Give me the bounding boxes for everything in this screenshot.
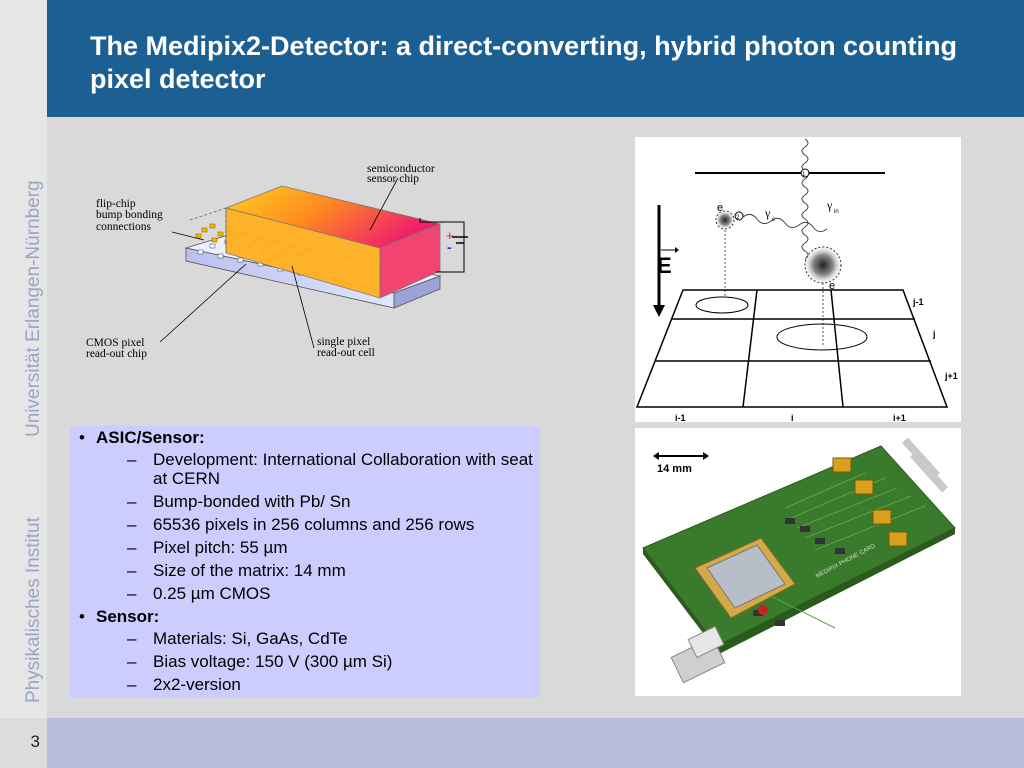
pixel-interaction-diagram: 1 2 E e e γ in γ c j-1 j j+1 i-1 i i+1 xyxy=(635,137,961,422)
gamma-in-sub: in xyxy=(834,209,839,215)
scale-label: 14 mm xyxy=(657,463,692,475)
single-pixel-label-1: single pixel xyxy=(317,336,370,348)
cmos-chip-side xyxy=(393,275,441,309)
medipix-board-photo: 14 mm MEDIPIX PHONE CARD xyxy=(635,428,961,696)
slide-title: The Medipix2-Detector: a direct-converti… xyxy=(90,31,958,94)
cmos-label-1: CMOS pixel xyxy=(86,337,144,349)
electron-right-label: e xyxy=(829,280,835,292)
pcb-board xyxy=(642,445,956,647)
plus-label: + xyxy=(446,228,454,243)
capacitors xyxy=(832,457,908,547)
bullet-materials: Materials: Si, GaAs, CdTe xyxy=(77,629,540,648)
row-label-j: j xyxy=(932,329,936,339)
col-label-i: i xyxy=(791,413,794,422)
sidebar: Universität Erlangen-Nürnberg Physikalis… xyxy=(0,0,47,718)
led xyxy=(758,605,768,615)
bullet-pixel-pitch: Pixel pitch: 55 µm xyxy=(77,538,540,557)
specs-textbox: ASIC/Sensor: Development: International … xyxy=(69,426,540,697)
flipchip-label-1: flip-chip xyxy=(96,198,136,210)
sensor-chip-side xyxy=(379,223,441,299)
flipchip-label-3: connections xyxy=(96,221,151,233)
bullet-asic-sensor: ASIC/Sensor: xyxy=(77,428,540,448)
bullet-pixels: 65536 pixels in 256 columns and 256 rows xyxy=(77,515,540,534)
circle-1-label: 1 xyxy=(802,172,806,178)
smd-components xyxy=(753,518,845,626)
col-label-i+1: i+1 xyxy=(893,413,906,422)
semiconductor-label-2: sensor chip xyxy=(367,173,419,185)
bullet-2x2: 2x2-version xyxy=(77,675,540,694)
minus-label: - xyxy=(447,239,452,255)
edge-connector xyxy=(901,437,949,493)
bullet-matrix-size: Size of the matrix: 14 mm xyxy=(77,561,540,580)
flipchip-label-2: bump bonding xyxy=(96,209,163,221)
charge-cloud-left xyxy=(715,210,735,230)
gamma-in-label: γ xyxy=(826,198,833,212)
gamma-c-sub: c xyxy=(772,217,775,223)
single-pixel-label-2: read-out cell xyxy=(317,347,375,359)
bullet-bump-bonded: Bump-bonded with Pb/ Sn xyxy=(77,492,540,511)
sidebar-text: Universität Erlangen-Nürnberg Physikalis… xyxy=(0,0,47,718)
bullet-sensor: Sensor: xyxy=(77,607,540,627)
semiconductor-label-1: semiconductor xyxy=(367,163,435,175)
gamma-c-label: γ xyxy=(764,206,771,220)
page-number: 3 xyxy=(30,732,40,751)
detector-layer-diagram: + - semiconductor sensor chip flip-chip … xyxy=(86,163,468,360)
col-label-i-1: i-1 xyxy=(675,413,686,422)
slide-header: The Medipix2-Detector: a direct-converti… xyxy=(47,0,1024,117)
row-label-j-1: j-1 xyxy=(912,297,924,307)
slide-footer: 3 xyxy=(0,718,1024,768)
charge-cloud-right xyxy=(803,245,843,285)
detector-sensor xyxy=(706,544,786,609)
bullet-development: Development: International Collaboration… xyxy=(77,450,540,488)
institute-label: Physikalisches Institut xyxy=(23,517,44,703)
page-number-box xyxy=(0,718,47,768)
bullet-cmos: 0.25 µm CMOS xyxy=(77,584,540,603)
pixel-grid xyxy=(635,289,949,408)
efield-label: E xyxy=(657,253,672,278)
cmos-label-2: read-out chip xyxy=(86,348,147,360)
bullet-list: ASIC/Sensor: Development: International … xyxy=(77,428,540,694)
circle-2-label: 2 xyxy=(736,215,740,221)
row-label-j+1: j+1 xyxy=(944,371,958,381)
university-label: Universität Erlangen-Nürnberg xyxy=(23,180,44,437)
bullet-bias-voltage: Bias voltage: 150 V (300 µm Si) xyxy=(77,652,540,671)
electron-left-label: e xyxy=(717,202,723,214)
